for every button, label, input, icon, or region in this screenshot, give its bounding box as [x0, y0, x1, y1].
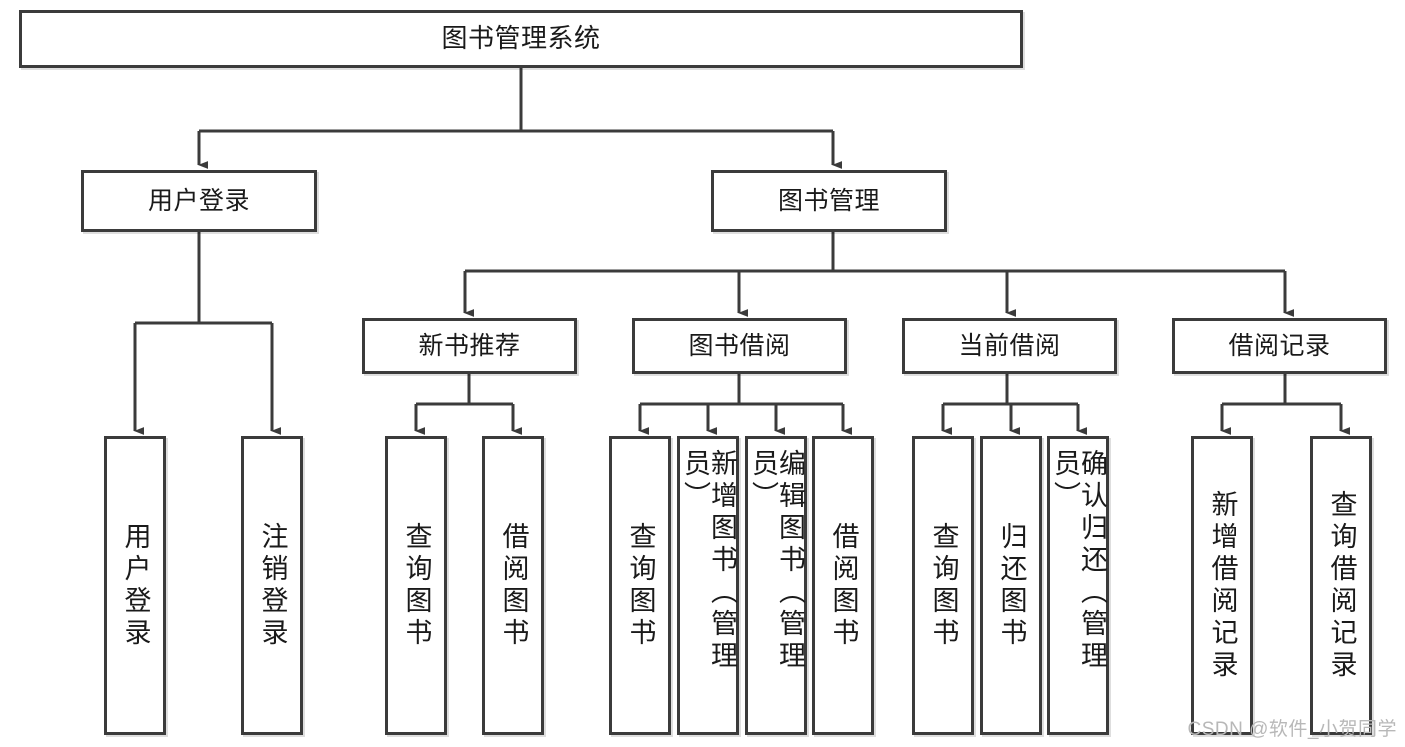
- node-label: 注销登录: [257, 521, 288, 650]
- node-label: 借阅图书: [498, 521, 529, 650]
- node-label: 用户登录: [147, 186, 250, 215]
- node-label: 图书管理: [777, 186, 880, 215]
- node-label: 新增图书（管理员）: [680, 449, 737, 673]
- node-label: 编辑图书（管理员）: [748, 449, 805, 673]
- csdn-watermark: CSDN @软件_小贺同学: [1187, 719, 1397, 740]
- node-label: 图书管理系统: [441, 23, 601, 54]
- node-label: 借阅记录: [1228, 331, 1331, 360]
- leaf-book-borrow-add-book-admin[interactable]: 新增图书（管理员）: [677, 436, 739, 735]
- node-label: 查询借阅记录: [1326, 489, 1357, 682]
- node-borrow-record[interactable]: 借阅记录: [1172, 318, 1387, 374]
- node-new-book-recommend[interactable]: 新书推荐: [362, 318, 577, 374]
- leaf-current-borrow-confirm-return-admin[interactable]: 确认归还（管理员）: [1047, 436, 1109, 735]
- node-label: 归还图书: [996, 521, 1027, 650]
- leaf-new-book-borrow-book[interactable]: 借阅图书: [482, 436, 544, 735]
- leaf-book-borrow-edit-book-admin[interactable]: 编辑图书（管理员）: [745, 436, 807, 735]
- leaf-book-borrow-borrow-book[interactable]: 借阅图书: [812, 436, 874, 735]
- leaf-current-borrow-query-book[interactable]: 查询图书: [912, 436, 974, 735]
- node-root-book-management-system[interactable]: 图书管理系统: [19, 10, 1023, 68]
- node-label: 新书推荐: [418, 331, 521, 360]
- node-label: 新增借阅记录: [1207, 489, 1238, 682]
- node-label: 查询图书: [401, 521, 432, 650]
- leaf-book-borrow-query-book[interactable]: 查询图书: [609, 436, 671, 735]
- leaf-current-borrow-return-book[interactable]: 归还图书: [980, 436, 1042, 735]
- node-current-borrow[interactable]: 当前借阅: [902, 318, 1117, 374]
- node-label: 当前借阅: [958, 331, 1061, 360]
- leaf-borrow-record-query-record[interactable]: 查询借阅记录: [1310, 436, 1372, 735]
- leaf-new-book-query-book[interactable]: 查询图书: [385, 436, 447, 735]
- node-label: 查询图书: [928, 521, 959, 650]
- node-label: 图书借阅: [688, 331, 791, 360]
- leaf-logout[interactable]: 注销登录: [241, 436, 303, 735]
- leaf-borrow-record-add-record[interactable]: 新增借阅记录: [1191, 436, 1253, 735]
- node-book-management[interactable]: 图书管理: [711, 170, 947, 232]
- node-label: 用户登录: [120, 521, 151, 650]
- leaf-user-login[interactable]: 用户登录: [104, 436, 166, 735]
- node-label: 确认归还（管理员）: [1050, 449, 1107, 673]
- node-label: 查询图书: [625, 521, 656, 650]
- node-book-borrow[interactable]: 图书借阅: [632, 318, 847, 374]
- node-label: 借阅图书: [828, 521, 859, 650]
- node-user-login[interactable]: 用户登录: [81, 170, 317, 232]
